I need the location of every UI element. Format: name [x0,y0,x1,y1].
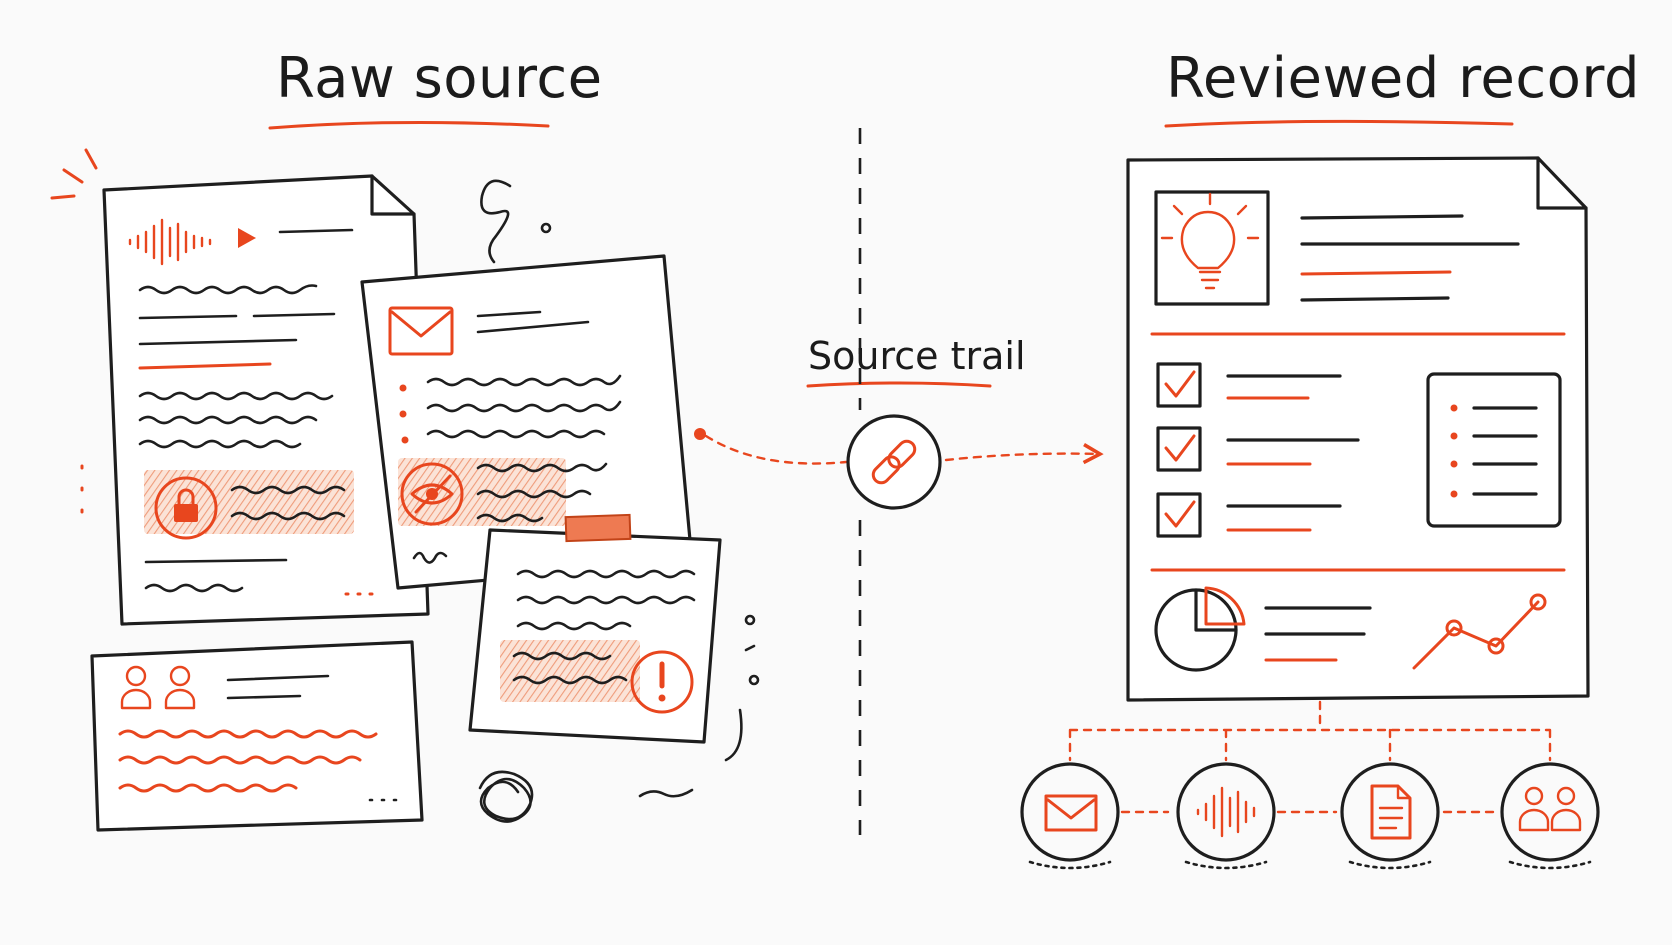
reviewed-record-doc [1126,156,1590,702]
raw-doc-transcript [50,148,430,626]
pie-chart-icon [1154,586,1246,672]
bullet-list-icon [1426,372,1562,528]
people-icon [1518,786,1582,832]
tape-icon [564,513,632,543]
raw-doc-people [90,640,424,832]
source-trail-label: Source trail [808,334,1026,378]
source-node-document [1340,762,1440,870]
play-icon [238,228,256,248]
raw-source-title: Raw source [276,46,603,111]
checkbox-checked-icon [1164,500,1196,528]
envelope-icon [1044,794,1098,832]
source-node-email [1020,762,1120,870]
center-title-underline [806,381,992,388]
raw-doc-email [360,254,694,590]
trail-out-path [944,454,1100,460]
hidden-eye-icon [400,462,464,526]
checklist [1156,362,1360,538]
envelope-icon [388,306,454,356]
right-title-underline [1164,119,1514,128]
trail-in-path [704,434,848,465]
doodle-scribble [478,770,534,823]
left-title-underline [268,120,550,130]
audio-waveform-icon [1196,786,1256,838]
reviewed-record-title: Reviewed record [1166,46,1640,111]
raw-doc-alert [468,513,722,744]
doodle-squiggle [480,179,512,264]
people-icon [120,665,196,710]
document-icon [1370,784,1412,840]
alert-icon [630,650,694,714]
source-node-audio [1176,762,1276,870]
audio-waveform-icon [128,218,212,266]
line-chart-icon [1412,593,1547,670]
record-to-nodes-connector [1068,700,1552,762]
checkbox-checked-icon [1164,434,1196,462]
lock-icon [154,476,218,540]
source-node-people [1500,762,1600,870]
lightbulb-icon [1160,192,1260,290]
link-icon [846,414,942,510]
checkbox-checked-icon [1164,370,1196,398]
